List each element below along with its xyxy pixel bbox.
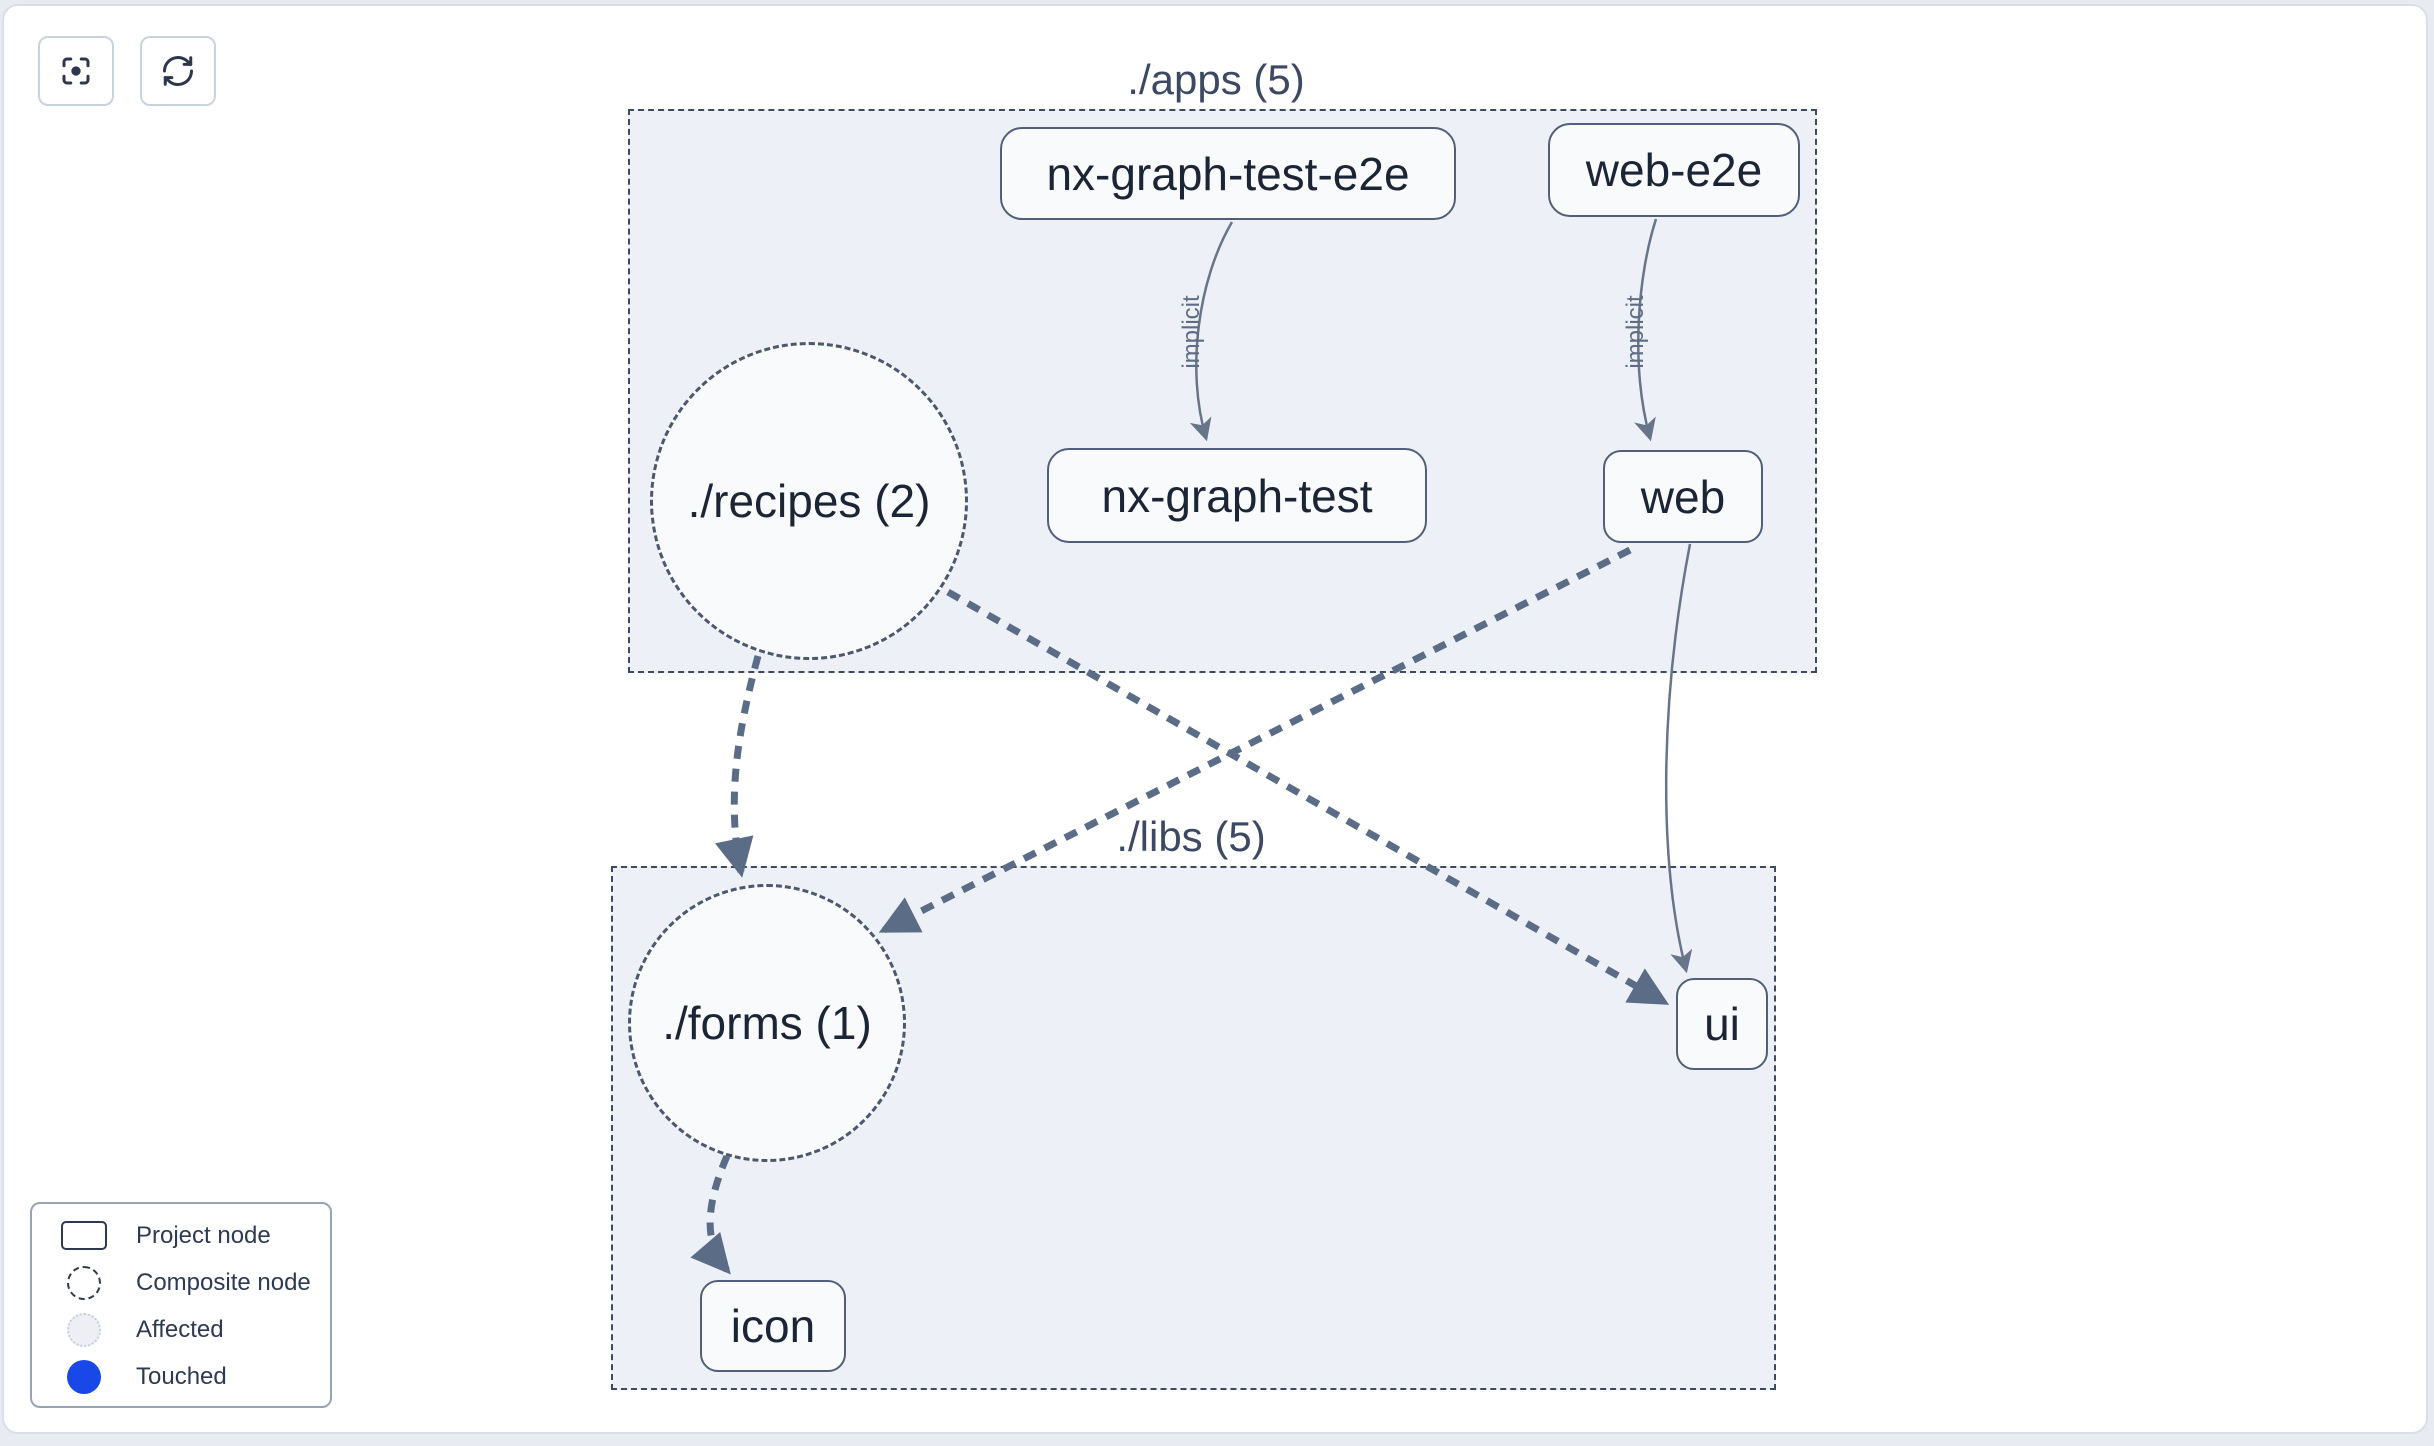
- legend: Project node Composite node Affected Tou…: [30, 1202, 332, 1408]
- edge-nx-graph-test-e2e-to-nx-graph-test[interactable]: [1189, 221, 1234, 442]
- node-nx-graph-test[interactable]: nx-graph-test: [1047, 448, 1427, 543]
- edge-label-implicit-right: implicit: [1622, 295, 1649, 369]
- focus-icon: [58, 53, 94, 89]
- legend-row-composite-node: Composite node: [32, 1259, 330, 1306]
- node-web[interactable]: web: [1603, 450, 1763, 543]
- touched-swatch: [67, 1359, 101, 1394]
- composite-node-swatch: [67, 1265, 101, 1300]
- edge-web-to-ui[interactable]: [1664, 543, 1693, 974]
- node-nx-graph-test-e2e[interactable]: nx-graph-test-e2e: [1000, 127, 1456, 220]
- focus-button[interactable]: [38, 36, 114, 106]
- node-icon[interactable]: icon: [700, 1280, 846, 1372]
- edge-web-to-forms[interactable]: [878, 546, 1632, 934]
- edge-label-implicit-left: implicit: [1178, 295, 1205, 369]
- composite-node-recipes[interactable]: ./recipes (2): [650, 342, 968, 660]
- refresh-button[interactable]: [140, 36, 216, 106]
- edge-web-e2e-to-web[interactable]: [1634, 218, 1658, 442]
- legend-row-affected: Affected: [32, 1306, 330, 1353]
- legend-row-project-node: Project node: [32, 1212, 330, 1259]
- cluster-libs-title: ./libs (5): [1116, 813, 1266, 860]
- refresh-icon: [160, 53, 196, 89]
- project-node-swatch: [61, 1221, 107, 1250]
- edge-recipes-to-forms[interactable]: [715, 655, 762, 878]
- legend-label-affected: Affected: [136, 1315, 224, 1343]
- node-web-e2e[interactable]: web-e2e: [1548, 123, 1800, 217]
- affected-swatch: [67, 1312, 101, 1347]
- legend-label-touched: Touched: [136, 1362, 227, 1390]
- legend-label-project-node: Project node: [136, 1221, 271, 1249]
- composite-node-forms[interactable]: ./forms (1): [628, 884, 906, 1162]
- legend-label-composite-node: Composite node: [136, 1268, 311, 1296]
- node-ui[interactable]: ui: [1676, 978, 1768, 1070]
- legend-row-touched: Touched: [32, 1353, 330, 1400]
- cluster-apps-title: ./apps (5): [1127, 56, 1305, 103]
